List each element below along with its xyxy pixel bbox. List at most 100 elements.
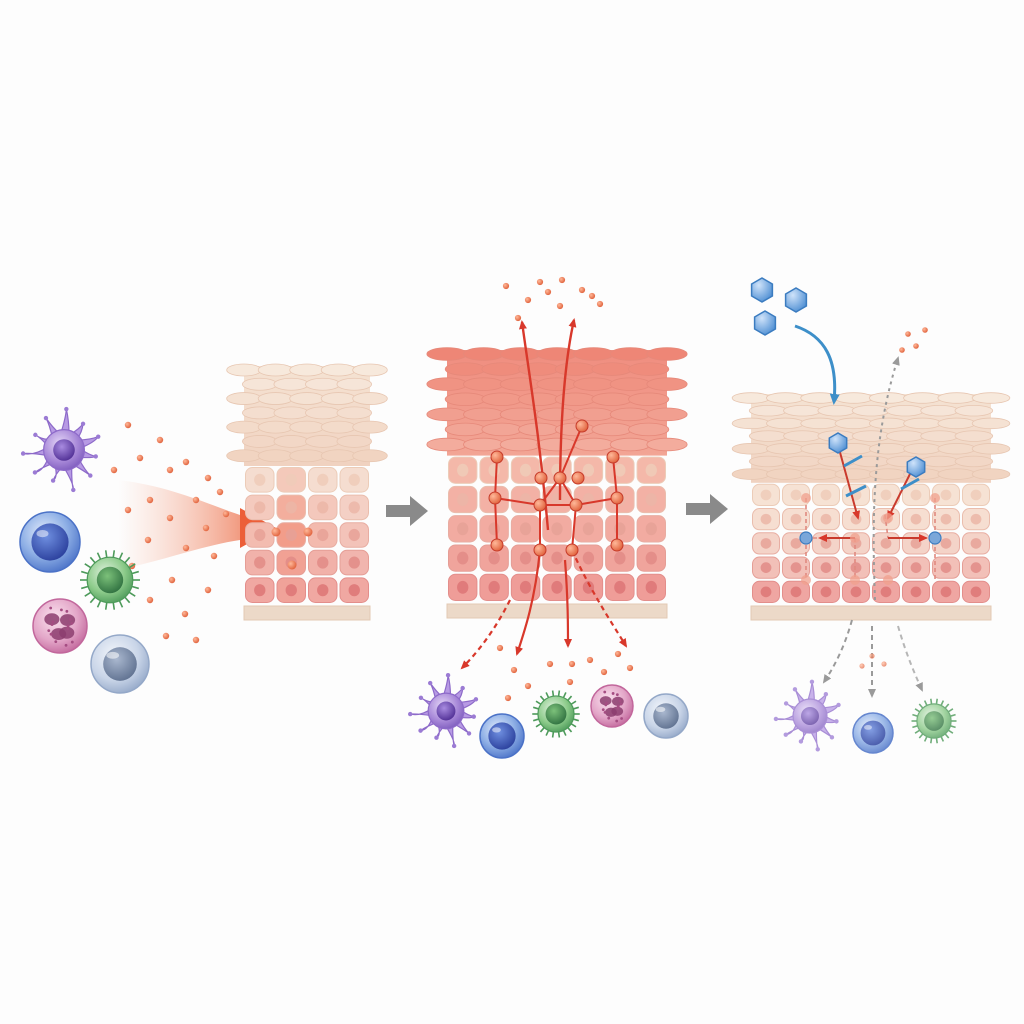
cell-nucleus [614,551,626,565]
signal-arrow [460,599,511,670]
dendrite-tip [71,487,76,493]
cell-nucleus [457,580,469,594]
cytokine-dot [496,644,504,652]
squamous-cell [257,420,294,434]
lymphocyte-icon [19,511,81,573]
squamous-cell [444,392,486,406]
cytokine-dot [202,524,210,532]
squamous-cell [868,468,908,480]
signaling-node [565,543,579,557]
cytokine-dot [303,527,313,537]
network-link [494,456,498,499]
squamous-cell [226,363,262,377]
cytokine-dot [899,347,905,353]
network-link [575,497,618,506]
cell-nucleus [801,707,819,725]
cell-nucleus [285,473,297,486]
dendrite-tip [50,478,56,483]
squamous-cell [320,392,357,405]
granule [47,629,51,633]
squamous-cell [783,430,822,442]
cell-nucleus [940,538,952,549]
squamous-cell [305,406,341,420]
squamous-cell [289,363,325,377]
dendrite-tip [829,735,835,740]
cytokine-dot [166,514,174,522]
cytokine-dot [504,694,512,702]
highlight [106,651,120,659]
activated-t-cell-icon [911,698,957,744]
squamous-cell [444,422,486,437]
cytokine-dot [524,296,532,304]
cell-nucleus [582,580,595,594]
immune-cell-group-2 [408,672,689,759]
signal-arrow [822,619,853,684]
cytokine-dot [168,576,176,584]
squamous-cell [886,430,925,442]
squamous-cell [903,443,942,455]
hexagon [828,432,848,454]
squamous-cell [628,422,670,437]
squamous-cell [518,362,560,376]
cell-nucleus [348,584,360,597]
signaling-node [610,538,624,552]
stage-1 [19,363,388,694]
squamous-cell [257,449,294,463]
squamous-cell [242,377,278,391]
squamous-cell [352,392,388,405]
network-link [494,497,541,506]
squamous-cell [463,347,505,361]
dendrite-tip [428,680,433,686]
squamous-cell [336,435,372,448]
cell-nucleus [970,489,982,501]
squamous-cell [336,377,372,391]
cytokine-dot [124,421,132,429]
cytokine-dot [524,682,532,690]
cell-nucleus [940,513,952,525]
cell-nucleus [860,720,886,746]
cytokine-dot [192,496,200,504]
cell-nucleus [880,586,892,598]
granule [65,609,69,613]
squamous-cell [305,377,341,391]
cell-nucleus [850,562,862,573]
dendrite-tip [473,697,479,702]
squamous-cell [242,406,278,420]
faded-node [850,533,860,543]
cell-nucleus [790,586,802,598]
cell-nucleus [545,703,567,725]
dendrite-tip [64,406,69,412]
dendrite-tip [823,691,829,697]
squamous-cell [937,443,976,455]
signal-arrow [837,444,861,520]
cytokine-dot [271,527,281,537]
squamous-cell [226,449,262,463]
highlight [655,706,666,713]
dendrite-tip [434,735,439,740]
cytokine-dot [546,660,554,668]
cell-nucleus [53,439,75,461]
cell-nucleus [910,538,922,549]
signaling-node [606,450,620,464]
cell-nucleus [645,551,657,565]
cell-nucleus [760,586,772,598]
cell-nucleus [614,580,626,594]
squamous-cell [800,417,839,430]
squamous-cell [591,392,633,406]
cell-nucleus [653,703,679,729]
cell-nucleus [970,513,982,525]
cytokine-dot [210,552,218,560]
squamous-cell [766,443,805,455]
cytokine-dot [192,636,200,644]
signaling-node [553,471,567,485]
signaling-node [490,450,504,464]
inhibition-bar [843,454,863,468]
cell-nucleus [285,528,297,542]
signaling-node [569,498,583,512]
immune-cell-group-1 [19,406,150,694]
cytokine-dot [859,663,865,669]
faded-node [883,513,893,523]
cell-nucleus [551,551,563,565]
squamous-cell [954,455,994,468]
squamous-cell [851,430,891,442]
